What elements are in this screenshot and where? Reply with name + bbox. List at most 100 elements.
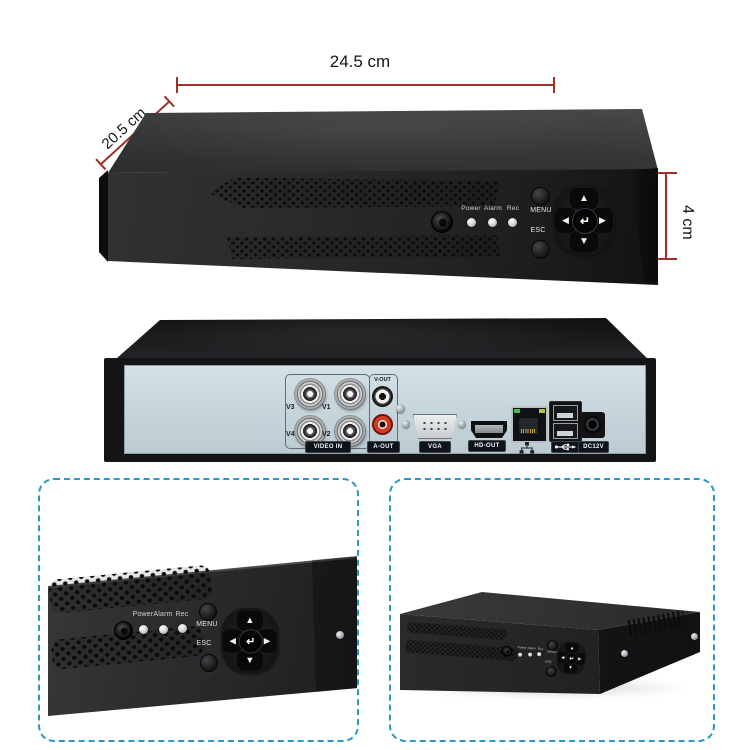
video-out-rca [372, 386, 393, 407]
channel-label-v1: V1 [322, 404, 331, 411]
ir-receiver [431, 211, 453, 233]
down-arrow-icon: ▼ [245, 654, 255, 666]
dpad-left-button: ◀ [555, 208, 576, 233]
height-dimension-tick-top [655, 172, 677, 174]
width-dimension-line [177, 84, 555, 86]
dpad-up-button: ▲ [570, 188, 598, 209]
dpad: ▲ ◀ ▶ ▼ ↵ [221, 608, 279, 674]
network-icon [519, 441, 535, 454]
ethernet-led-green [514, 409, 520, 413]
a-out-badge: A-OUT [367, 441, 400, 453]
enter-icon: ↵ [569, 655, 575, 662]
rec-led [508, 218, 517, 227]
screw [396, 404, 405, 413]
width-dimension-tick-right [553, 77, 555, 93]
dc-power-jack [580, 412, 605, 438]
alarm-led [528, 652, 533, 657]
esc-button-label: ESC [530, 227, 546, 234]
rec-led-label: Rec [506, 205, 520, 212]
bnc-port-v1 [335, 379, 365, 409]
rec-led [537, 652, 542, 657]
angled-vent-upper [406, 621, 508, 641]
usb-tongue-bottom [557, 431, 573, 436]
width-dimension-tick-left [176, 77, 178, 93]
up-arrow-icon: ▲ [569, 645, 575, 651]
menu-button [531, 187, 550, 206]
angled-view-panel: Power Alarm Rec MENU ESC ▲ ◀ ▶ ▼ ↵ [389, 478, 715, 742]
dpad-up-button: ▲ [236, 610, 263, 631]
closeup-panel: Power Alarm Rec MENU ESC ▲ ◀ ▶ ▼ ↵ [38, 478, 359, 742]
up-arrow-icon: ▲ [579, 192, 589, 204]
enter-icon: ↵ [246, 634, 256, 648]
menu-button-label: MENU [547, 650, 557, 655]
esc-button [200, 654, 218, 672]
vga-screw-right [458, 420, 466, 428]
rec-led [178, 624, 187, 633]
power-led [517, 652, 523, 657]
right-arrow-icon: ▶ [263, 635, 271, 646]
v-out-label: V-OUT [374, 377, 391, 383]
left-arrow-icon: ◀ [229, 635, 236, 646]
ethernet-opening [518, 417, 539, 435]
dvr-left-edge [99, 170, 108, 262]
angled-side-screw-back [691, 633, 698, 640]
alarm-led-label: Alarm [527, 646, 537, 651]
width-dimension-label: 24.5 cm [329, 52, 391, 71]
dpad: ▲ ◀ ▶ ▼ ↵ [555, 640, 587, 676]
rec-led-label: Rec [175, 611, 189, 618]
dpad-enter-button: ↵ [238, 629, 263, 654]
dpad-down-button: ▼ [236, 650, 263, 671]
right-arrow-icon: ▶ [577, 656, 582, 662]
usb-tongue-top [557, 413, 573, 418]
usb-port-bottom [553, 423, 578, 439]
vga-port [413, 414, 457, 439]
hdmi-port [471, 421, 507, 438]
dpad-right-button: ▶ [592, 208, 613, 233]
down-arrow-icon: ▼ [568, 664, 573, 671]
enter-icon: ↵ [579, 214, 591, 228]
dpad-down-button: ▼ [570, 231, 598, 252]
usb-icon [551, 441, 580, 453]
dpad: ▲ ◀ ▶ ▼ ↵ [553, 185, 615, 255]
usb-port-top [553, 405, 578, 421]
closeup-side-screw [336, 631, 344, 639]
power-led [139, 625, 148, 634]
ir-receiver [114, 621, 133, 640]
vga-pins [419, 419, 451, 434]
video-in-badge: VIDEO IN [305, 441, 351, 453]
esc-button-label: ESC [545, 660, 552, 664]
up-arrow-icon: ▲ [245, 614, 255, 626]
power-led [467, 218, 476, 227]
power-led-label: Power [132, 611, 154, 618]
vent-strip-lower [226, 235, 500, 259]
ethernet-led-amber [539, 409, 545, 413]
channel-label-v4: V4 [286, 431, 295, 438]
power-led-label: Power [517, 646, 527, 650]
dvr-top-face [108, 109, 658, 173]
ethernet-port [511, 406, 548, 443]
down-arrow-icon: ▼ [579, 235, 589, 247]
alarm-led-label: Alarm [153, 611, 173, 618]
dpad-right-button: ▶ [257, 629, 277, 653]
hdmi-slot [475, 425, 503, 433]
angled-front-content: Power Alarm Rec MENU ESC ▲ ◀ ▶ ▼ ↵ [394, 614, 599, 706]
closeup-side-shade [312, 556, 357, 692]
dc12v-badge: DC12V [578, 441, 609, 453]
menu-button-label: MENU [196, 621, 218, 628]
esc-button [531, 240, 550, 259]
dc-jack-barrel [583, 415, 602, 434]
alarm-led-label: Alarm [484, 205, 502, 212]
menu-button [199, 603, 217, 621]
usb-ports [549, 401, 582, 442]
power-led-label: Power [461, 205, 481, 212]
alarm-led [159, 625, 168, 634]
height-dimension-tick-bottom [655, 258, 677, 260]
vent-strip-upper [208, 177, 500, 208]
dpad-enter-button: ↵ [572, 208, 598, 234]
menu-button-label: MENU [530, 207, 552, 214]
channel-label-v3: V3 [286, 404, 295, 411]
audio-out-rca [372, 414, 393, 435]
left-arrow-icon: ◀ [561, 654, 565, 660]
right-arrow-icon: ▶ [599, 215, 606, 225]
